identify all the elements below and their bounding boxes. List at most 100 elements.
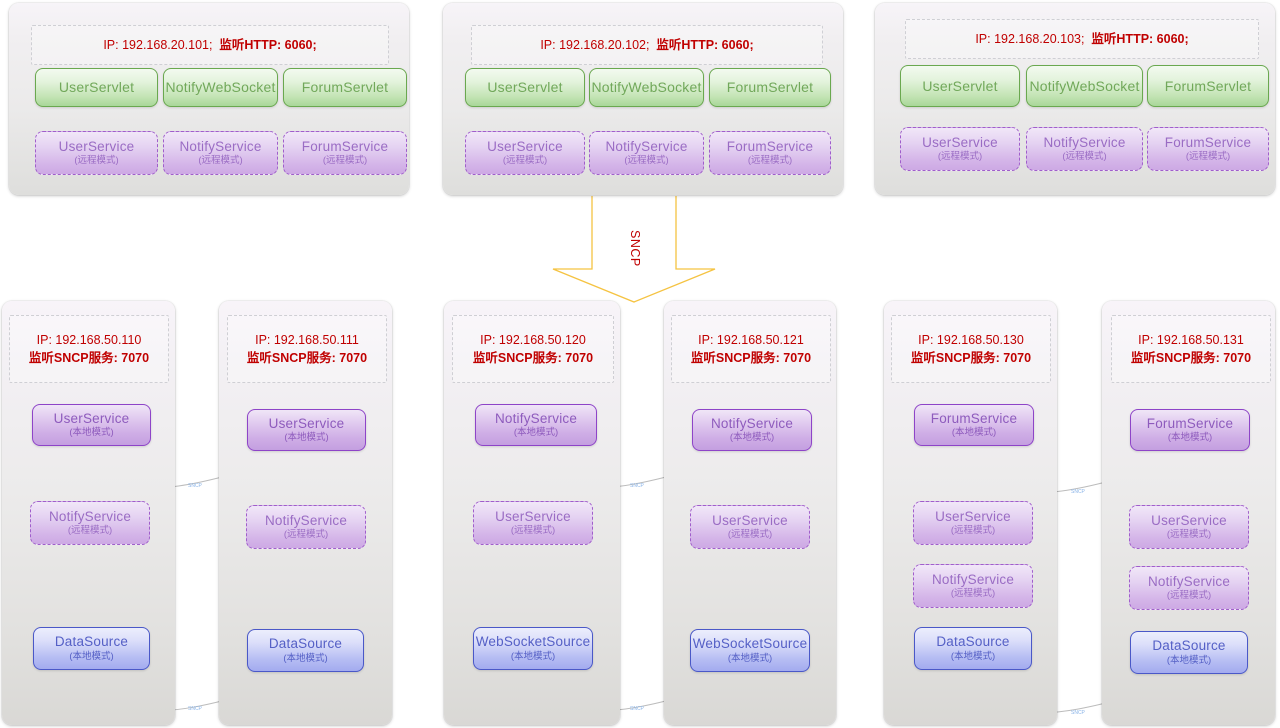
component-box[interactable]: DataSource (本地模式) [1130, 631, 1248, 674]
service-box[interactable]: UserService (远程模式) [900, 127, 1020, 171]
servlet-box[interactable]: ForumServlet [283, 68, 407, 107]
service-name: UserService [58, 138, 135, 154]
component-mode: (远程模式) [283, 529, 329, 541]
connector-label: SNCP [188, 706, 202, 712]
service-name: UserService [922, 134, 998, 150]
servlet-name: ForumServlet [1164, 77, 1252, 94]
node-ip: IP: 192.168.50.111 [255, 332, 359, 347]
node-ip: IP: 192.168.50.120 [480, 332, 586, 347]
service-box[interactable]: ForumService (远程模式) [283, 131, 407, 175]
servlet-box[interactable]: NotifyWebSocket [1026, 65, 1143, 107]
component-box[interactable]: DataSource (本地模式) [33, 627, 150, 670]
component-box[interactable]: UserService (远程模式) [1129, 505, 1249, 549]
service-box[interactable]: UserService (远程模式) [35, 131, 158, 175]
component-mode: (本地模式) [283, 652, 328, 664]
service-name: NotifyService [605, 138, 688, 154]
component-box[interactable]: UserService (远程模式) [473, 501, 593, 545]
connector-label: SNCP [1071, 710, 1085, 716]
servlet-box[interactable]: NotifyWebSocket [163, 68, 278, 107]
service-mode: (远程模式) [937, 151, 983, 163]
node-ip-header: IP: 192.168.20.103; 监听HTTP: 6060; [905, 19, 1259, 59]
component-name: NotifyService [1147, 573, 1231, 589]
component-name: WebSocketSource [475, 634, 591, 650]
component-name: NotifyService [931, 571, 1015, 587]
servlet-name: ForumServlet [726, 79, 814, 96]
component-box[interactable]: NotifyService (远程模式) [30, 501, 150, 545]
component-box[interactable]: DataSource (本地模式) [247, 629, 364, 672]
service-mode: (远程模式) [198, 155, 243, 167]
component-mode: (远程模式) [1166, 590, 1212, 602]
component-name: UserService [935, 508, 1011, 524]
service-mode: (远程模式) [747, 155, 793, 167]
component-box[interactable]: NotifyService (远程模式) [246, 505, 366, 549]
component-box[interactable]: ForumService (本地模式) [914, 404, 1034, 446]
component-mode: (本地模式) [1167, 432, 1213, 444]
service-name: UserService [487, 138, 563, 154]
node-ip: IP: 192.168.20.101; [103, 37, 213, 52]
service-mode: (远程模式) [1185, 151, 1231, 163]
component-mode: (本地模式) [284, 432, 329, 444]
servlet-name: NotifyWebSocket [591, 79, 702, 96]
service-node-panel: IP: 192.168.50.111 监听SNCP服务: 7070 UserSe… [219, 301, 392, 725]
component-box[interactable]: ForumService (本地模式) [1130, 409, 1250, 451]
component-name: NotifyService [494, 410, 578, 426]
component-box[interactable]: DataSource (本地模式) [914, 627, 1032, 670]
service-box[interactable]: UserService (远程模式) [465, 131, 585, 175]
component-box[interactable]: UserService (本地模式) [247, 409, 366, 451]
component-mode: (本地模式) [513, 427, 559, 439]
service-node-panel: IP: 192.168.50.130 监听SNCP服务: 7070 ForumS… [884, 301, 1057, 725]
component-name: UserService [712, 512, 788, 528]
node-port: 监听SNCP服务: 7070 [910, 351, 1032, 365]
servlet-box[interactable]: UserServlet [35, 68, 158, 107]
component-mode: (本地模式) [951, 427, 997, 439]
component-name: DataSource [268, 636, 343, 652]
service-box[interactable]: ForumService (远程模式) [709, 131, 831, 175]
servlet-name: ForumServlet [301, 79, 389, 96]
component-box[interactable]: UserService (远程模式) [690, 505, 810, 549]
servlet-box[interactable]: ForumServlet [709, 68, 831, 107]
service-name: NotifyService [1043, 134, 1126, 150]
node-ip-header: IP: 192.168.50.121 监听SNCP服务: 7070 [671, 315, 831, 383]
node-port: 监听SNCP服务: 7070 [246, 351, 368, 365]
service-name: ForumService [1164, 134, 1252, 150]
component-name: NotifyService [710, 415, 794, 431]
component-box[interactable]: NotifyService (远程模式) [1129, 566, 1249, 610]
component-name: NotifyService [264, 512, 348, 528]
component-mode: (远程模式) [950, 588, 996, 600]
component-box[interactable]: NotifyService (远程模式) [913, 564, 1033, 608]
component-box[interactable]: NotifyService (本地模式) [692, 409, 812, 451]
component-box[interactable]: UserService (本地模式) [32, 404, 151, 446]
component-box[interactable]: WebSocketSource (本地模式) [473, 627, 593, 670]
service-node-panel: IP: 192.168.50.131 监听SNCP服务: 7070 ForumS… [1102, 301, 1275, 725]
servlet-box[interactable]: NotifyWebSocket [589, 68, 704, 107]
service-box[interactable]: NotifyService (远程模式) [1026, 127, 1143, 171]
service-node-panel: IP: 192.168.50.110 监听SNCP服务: 7070 UserSe… [2, 301, 175, 725]
component-mode: (本地模式) [950, 650, 996, 662]
servlet-name: UserServlet [487, 79, 563, 96]
component-mode: (本地模式) [729, 432, 775, 444]
component-name: DataSource [936, 634, 1010, 650]
servlet-box[interactable]: UserServlet [465, 68, 585, 107]
service-box[interactable]: NotifyService (远程模式) [163, 131, 278, 175]
service-box[interactable]: NotifyService (远程模式) [589, 131, 704, 175]
service-name: ForumService [301, 138, 389, 154]
component-mode: (本地模式) [510, 650, 556, 662]
component-name: UserService [1151, 512, 1227, 528]
component-box[interactable]: NotifyService (本地模式) [475, 404, 597, 446]
component-mode: (远程模式) [727, 529, 773, 541]
component-mode: (远程模式) [1166, 529, 1212, 541]
node-ip: IP: 192.168.50.110 [36, 332, 142, 347]
component-name: DataSource [54, 634, 129, 650]
service-mode: (远程模式) [74, 155, 119, 167]
component-name: DataSource [1152, 638, 1226, 654]
servlet-name: NotifyWebSocket [1029, 77, 1140, 94]
service-box[interactable]: ForumService (远程模式) [1147, 127, 1269, 171]
servlet-box[interactable]: ForumServlet [1147, 65, 1269, 107]
service-name: NotifyService [179, 138, 262, 154]
component-box[interactable]: WebSocketSource (本地模式) [690, 629, 810, 672]
service-mode: (远程模式) [624, 155, 669, 167]
servlet-box[interactable]: UserServlet [900, 65, 1020, 107]
component-box[interactable]: UserService (远程模式) [913, 501, 1033, 545]
web-node-panel: IP: 192.168.20.103; 监听HTTP: 6060; UserSe… [875, 3, 1275, 195]
